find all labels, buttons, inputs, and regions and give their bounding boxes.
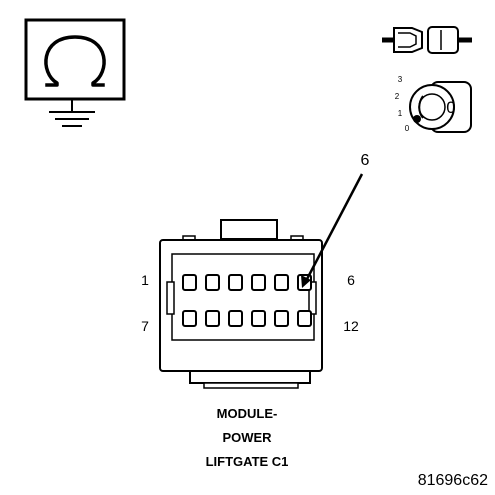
ignition-position-2: 2 [395, 92, 400, 101]
pin-11 [274, 310, 289, 327]
callout-pin-number: 6 [361, 152, 370, 169]
pin-label-top-right: 6 [347, 272, 355, 288]
pin-1 [182, 274, 197, 291]
pin-cavities [182, 274, 312, 327]
pin-12 [297, 310, 312, 327]
pin-5 [274, 274, 289, 291]
connector-title-line-1: MODULE- [217, 406, 278, 421]
pin-label-bottom-right: 12 [343, 318, 359, 334]
ignition-position-0: 0 [405, 124, 410, 133]
pin-4 [251, 274, 266, 291]
key-label: 0 [446, 98, 455, 117]
pin-3 [228, 274, 243, 291]
pin-7 [182, 310, 197, 327]
pin-label-top-left: 1 [141, 272, 149, 288]
ignition-key-off-icon: 3 2 1 0 0 [395, 75, 472, 133]
connector-title-line-2: POWER [222, 430, 272, 445]
disconnected-connector-icon [382, 26, 472, 54]
ignition-position-1: 1 [398, 109, 403, 118]
pin-2 [205, 274, 220, 291]
pin-9 [228, 310, 243, 327]
ohmmeter-ground-icon [24, 18, 126, 127]
pin-callout-arrow [301, 173, 364, 288]
ignition-position-3: 3 [398, 75, 403, 84]
figure-id: 81696c62 [418, 472, 488, 489]
connector-title-line-3: LIFTGATE C1 [206, 454, 289, 469]
pin-8 [205, 310, 220, 327]
pin-10 [251, 310, 266, 327]
pin-label-bottom-left: 7 [141, 318, 149, 334]
connector-face [159, 219, 323, 389]
